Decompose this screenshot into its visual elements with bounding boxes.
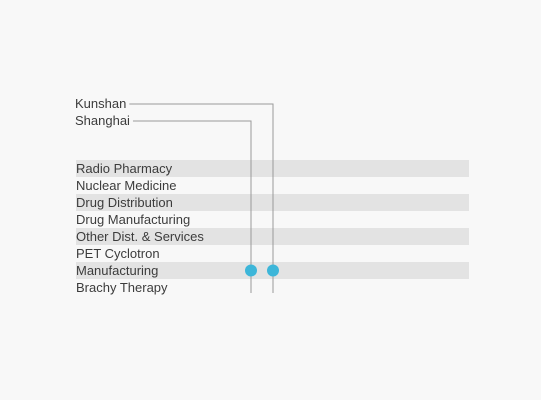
membership-dot	[267, 264, 279, 277]
category-label: Manufacturing	[76, 263, 158, 278]
category-label: Drug Distribution	[76, 195, 173, 210]
category-label: Other Dist. & Services	[76, 229, 204, 244]
category-label: PET Cyclotron	[76, 246, 160, 261]
category-label: Drug Manufacturing	[76, 212, 190, 227]
connector-line	[132, 120, 252, 293]
membership-dot	[245, 264, 257, 277]
location-label: Kunshan	[75, 96, 126, 111]
category-label: Brachy Therapy	[76, 280, 168, 295]
location-label: Shanghai	[75, 113, 130, 128]
category-label: Nuclear Medicine	[76, 178, 176, 193]
connector-line	[129, 103, 274, 293]
connector-lines	[129, 103, 274, 293]
membership-dots	[245, 264, 279, 277]
category-label: Radio Pharmacy	[76, 161, 173, 176]
